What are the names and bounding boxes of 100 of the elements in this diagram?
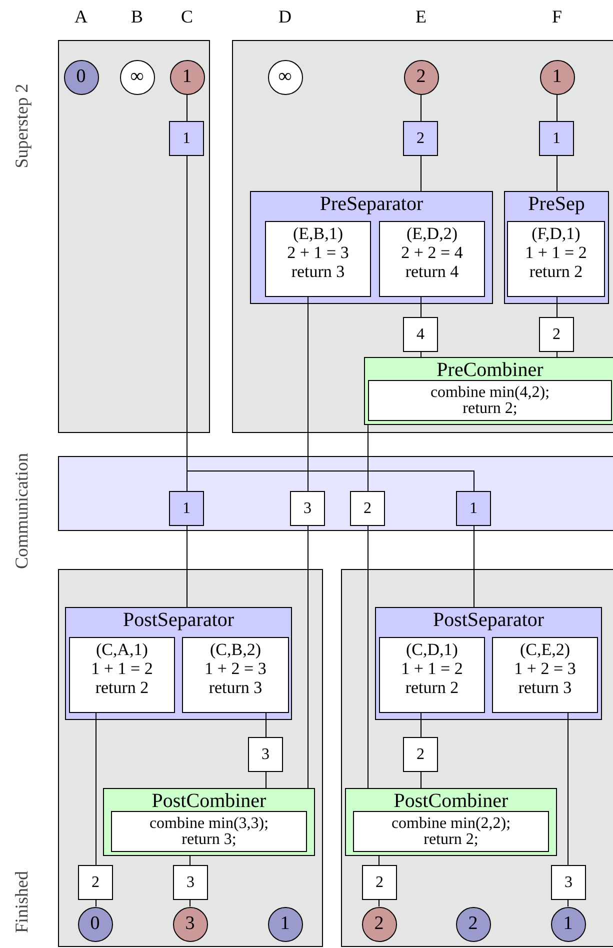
group-panel xyxy=(232,40,613,433)
vertex-value: 1 xyxy=(280,913,290,935)
vertex-circle xyxy=(78,906,112,942)
message-box xyxy=(362,865,397,900)
combiner-box xyxy=(345,788,557,856)
computation-line: (E,B,1) xyxy=(292,224,344,243)
vertex-value: ∞ xyxy=(130,66,144,88)
computation-line: 1 + 1 = 2 xyxy=(91,659,153,678)
message-value: 2 xyxy=(364,500,372,518)
code-line: combine min(2,2); xyxy=(391,816,511,832)
computation-line: (C,E,2) xyxy=(520,640,570,659)
message-box xyxy=(169,121,204,156)
combiner-box xyxy=(364,357,613,425)
column-label: B xyxy=(131,6,143,28)
message-value: 4 xyxy=(416,326,424,344)
code-line: return 2; xyxy=(462,400,518,416)
separator-box xyxy=(504,191,609,304)
box-heading: PostCombiner xyxy=(150,790,268,812)
box-heading: PreSep xyxy=(527,193,586,215)
column-label: C xyxy=(181,6,193,28)
separator-box xyxy=(375,607,602,720)
vertex-circle xyxy=(540,60,574,94)
computation-line: 1 + 2 = 3 xyxy=(514,659,576,678)
computation-line: return 3 xyxy=(291,262,345,281)
combiner-box xyxy=(103,788,315,856)
communication-band xyxy=(58,456,613,531)
connector-line xyxy=(420,772,422,788)
message-value: 1 xyxy=(182,500,190,518)
edge-computation-box xyxy=(182,637,289,713)
message-box xyxy=(551,865,586,900)
message-value: 3 xyxy=(186,874,194,892)
connector-line xyxy=(186,526,188,608)
group-panel xyxy=(58,569,323,947)
box-heading: PreCombiner xyxy=(436,359,544,381)
connector-line xyxy=(420,94,422,122)
code-box xyxy=(353,811,549,852)
message-box xyxy=(403,737,438,772)
edge-computation-box xyxy=(507,221,605,297)
connector-line xyxy=(420,156,422,192)
message-box xyxy=(169,491,204,526)
connector-line xyxy=(556,352,558,358)
message-box xyxy=(350,491,385,526)
box-heading: PreSeparator xyxy=(318,193,424,215)
edge-computation-box xyxy=(265,221,371,297)
computation-line: 1 + 2 = 3 xyxy=(204,659,266,678)
code-line: return 2; xyxy=(424,832,478,848)
row-label: Communication xyxy=(12,453,32,569)
message-value: 3 xyxy=(304,500,312,518)
message-value: 2 xyxy=(416,746,424,764)
group-panel xyxy=(341,569,613,947)
code-line: combine min(4,2); xyxy=(430,384,550,400)
message-value: 3 xyxy=(564,874,572,892)
connector-line xyxy=(378,856,380,866)
code-box xyxy=(368,380,612,421)
message-box xyxy=(173,865,208,900)
vertex-circle xyxy=(64,60,98,94)
edge-computation-box xyxy=(69,637,175,713)
vertex-value: 3 xyxy=(185,913,195,935)
message-value: 3 xyxy=(262,746,270,764)
row-label: Finished xyxy=(12,871,32,933)
message-box xyxy=(248,737,283,772)
vertex-value: 1 xyxy=(552,66,562,88)
vertex-value: 2 xyxy=(416,66,426,88)
vertex-value: 1 xyxy=(563,913,573,935)
message-box xyxy=(539,317,574,352)
computation-line: return 2 xyxy=(405,678,459,697)
connector-line xyxy=(186,94,188,122)
computation-line: 1 + 1 = 2 xyxy=(401,659,463,678)
vertex-circle xyxy=(170,60,204,94)
separator-box xyxy=(250,191,493,304)
computation-line: return 3 xyxy=(518,678,572,697)
code-box xyxy=(111,811,307,852)
computation-line: return 3 xyxy=(208,678,262,697)
message-value: 2 xyxy=(552,326,560,344)
connector-line xyxy=(420,352,422,358)
computation-line: 1 + 1 = 2 xyxy=(525,243,587,262)
computation-line: 2 + 1 = 3 xyxy=(287,243,349,262)
computation-line: return 2 xyxy=(95,678,149,697)
vertex-circle xyxy=(456,906,490,942)
vertex-value: 0 xyxy=(76,66,86,88)
column-label: E xyxy=(416,6,426,28)
vertex-value: 2 xyxy=(468,913,478,935)
separator-box xyxy=(65,607,292,720)
vertex-circle xyxy=(268,906,302,942)
computation-line: (C,D,1) xyxy=(406,640,458,659)
vertex-circle xyxy=(172,906,208,942)
edge-computation-box xyxy=(379,637,485,713)
vertex-circle xyxy=(362,906,396,942)
box-heading: PostSeparator xyxy=(122,609,236,631)
group-panel xyxy=(58,40,210,433)
box-heading: PostSeparator xyxy=(432,609,546,631)
message-value: 2 xyxy=(376,874,384,892)
connector-line xyxy=(556,296,558,318)
message-value: 2 xyxy=(416,130,424,148)
connector-line xyxy=(556,156,558,192)
code-line: combine min(3,3); xyxy=(149,816,269,832)
row-label: Superstep 2 xyxy=(12,84,32,168)
edge-computation-box xyxy=(492,637,598,713)
column-label: F xyxy=(552,6,562,28)
message-box xyxy=(539,121,574,156)
